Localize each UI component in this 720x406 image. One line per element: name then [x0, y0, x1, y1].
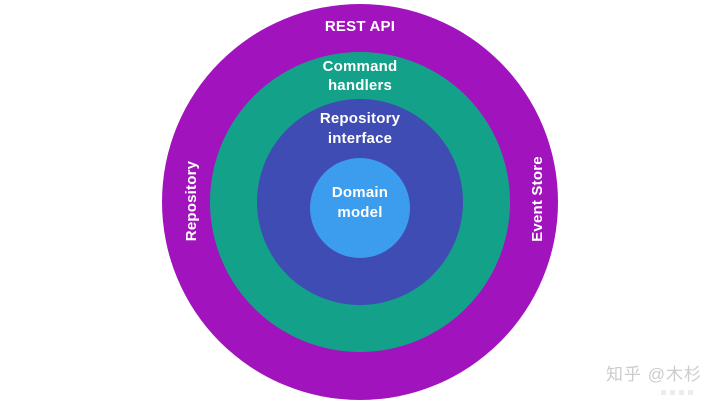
watermark-zhihu: 知乎 @木杉 — [606, 365, 702, 384]
label-command-handlers: Command handlers — [322, 58, 398, 94]
label-rest-api: REST API — [324, 18, 396, 35]
side-label-repository: Repository — [183, 160, 200, 242]
label-domain-model: Domain model — [331, 184, 389, 221]
label-repository-interface: Repository interface — [319, 110, 401, 147]
micro-watermark-mark — [661, 390, 695, 395]
circle-domain-model — [310, 158, 410, 258]
side-label-event-store: Event Store — [529, 156, 546, 242]
